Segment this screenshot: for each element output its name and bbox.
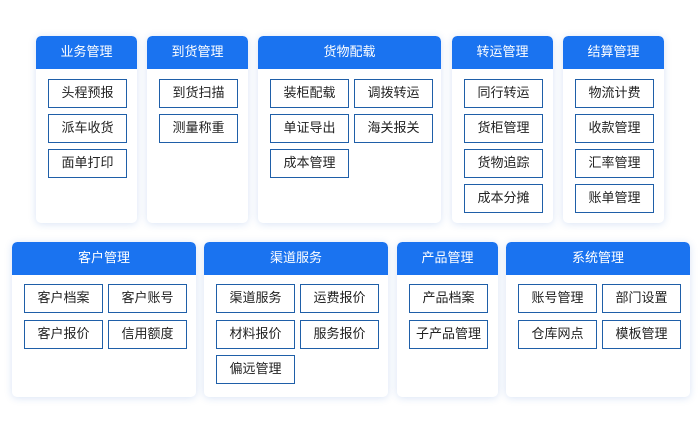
menu-item-service-quote[interactable]: 服务报价: [300, 320, 379, 349]
card-business-title: 业务管理: [36, 36, 137, 69]
card-customer: 客户管理 客户档案 客户账号 客户报价 信用额度: [12, 242, 196, 397]
card-customer-title: 客户管理: [12, 242, 196, 275]
menu-item-freight-quote[interactable]: 运费报价: [300, 284, 379, 313]
menu-item-customs-declaration[interactable]: 海关报关: [354, 114, 433, 143]
menu-item-payment-collection[interactable]: 收款管理: [575, 114, 654, 143]
card-system-title: 系统管理: [506, 242, 690, 275]
menu-item-document-export[interactable]: 单证导出: [270, 114, 349, 143]
menu-item-material-quote[interactable]: 材料报价: [216, 320, 295, 349]
menu-item-customer-quote[interactable]: 客户报价: [24, 320, 103, 349]
menu-item-remote-area[interactable]: 偏远管理: [216, 355, 295, 384]
menu-item-department-settings[interactable]: 部门设置: [602, 284, 681, 313]
card-system: 系统管理 账号管理 部门设置 仓库网点 模板管理: [506, 242, 690, 397]
card-transfer-title: 转运管理: [452, 36, 553, 69]
card-product: 产品管理 产品档案 子产品管理: [397, 242, 498, 397]
menu-item-cargo-tracking[interactable]: 货物追踪: [464, 149, 543, 178]
card-settlement: 结算管理 物流计费 收款管理 汇率管理 账单管理: [563, 36, 664, 223]
card-channel: 渠道服务 渠道服务 运费报价 材料报价 服务报价 偏远管理: [204, 242, 388, 397]
menu-item-warehouse-outlets[interactable]: 仓库网点: [518, 320, 597, 349]
menu-item-logistics-billing[interactable]: 物流计费: [575, 79, 654, 108]
menu-item-product-profile[interactable]: 产品档案: [409, 284, 488, 313]
menu-item-label-printing[interactable]: 面单打印: [48, 149, 127, 178]
menu-item-exchange-rate[interactable]: 汇率管理: [575, 149, 654, 178]
card-settlement-title: 结算管理: [563, 36, 664, 69]
menu-item-peer-transfer[interactable]: 同行转运: [464, 79, 543, 108]
card-product-title: 产品管理: [397, 242, 498, 275]
menu-item-template-management[interactable]: 模板管理: [602, 320, 681, 349]
menu-item-cost-management[interactable]: 成本管理: [270, 149, 349, 178]
menu-item-customer-profile[interactable]: 客户档案: [24, 284, 103, 313]
menu-item-bill-management[interactable]: 账单管理: [575, 184, 654, 213]
card-cargo: 货物配载 装柜配载 调拨转运 单证导出 海关报关 成本管理: [258, 36, 441, 223]
menu-item-customer-account[interactable]: 客户账号: [108, 284, 187, 313]
menu-item-first-mile-forecast[interactable]: 头程预报: [48, 79, 127, 108]
menu-item-container-management[interactable]: 货柜管理: [464, 114, 543, 143]
menu-item-sub-product[interactable]: 子产品管理: [409, 320, 488, 349]
menu-item-channel-service[interactable]: 渠道服务: [216, 284, 295, 313]
menu-item-account-management[interactable]: 账号管理: [518, 284, 597, 313]
menu-item-pickup-receiving[interactable]: 派车收货: [48, 114, 127, 143]
card-transfer: 转运管理 同行转运 货柜管理 货物追踪 成本分摊: [452, 36, 553, 223]
menu-item-credit-limit[interactable]: 信用额度: [108, 320, 187, 349]
card-arrival: 到货管理 到货扫描 测量称重: [147, 36, 248, 223]
menu-item-arrival-scan[interactable]: 到货扫描: [159, 79, 238, 108]
card-cargo-title: 货物配载: [258, 36, 441, 69]
menu-item-container-loading[interactable]: 装柜配载: [270, 79, 349, 108]
menu-item-allocation-transfer[interactable]: 调拨转运: [354, 79, 433, 108]
card-channel-title: 渠道服务: [204, 242, 388, 275]
card-arrival-title: 到货管理: [147, 36, 248, 69]
menu-item-cost-allocation[interactable]: 成本分摊: [464, 184, 543, 213]
menu-item-measure-weigh[interactable]: 测量称重: [159, 114, 238, 143]
card-business: 业务管理 头程预报 派车收货 面单打印: [36, 36, 137, 223]
